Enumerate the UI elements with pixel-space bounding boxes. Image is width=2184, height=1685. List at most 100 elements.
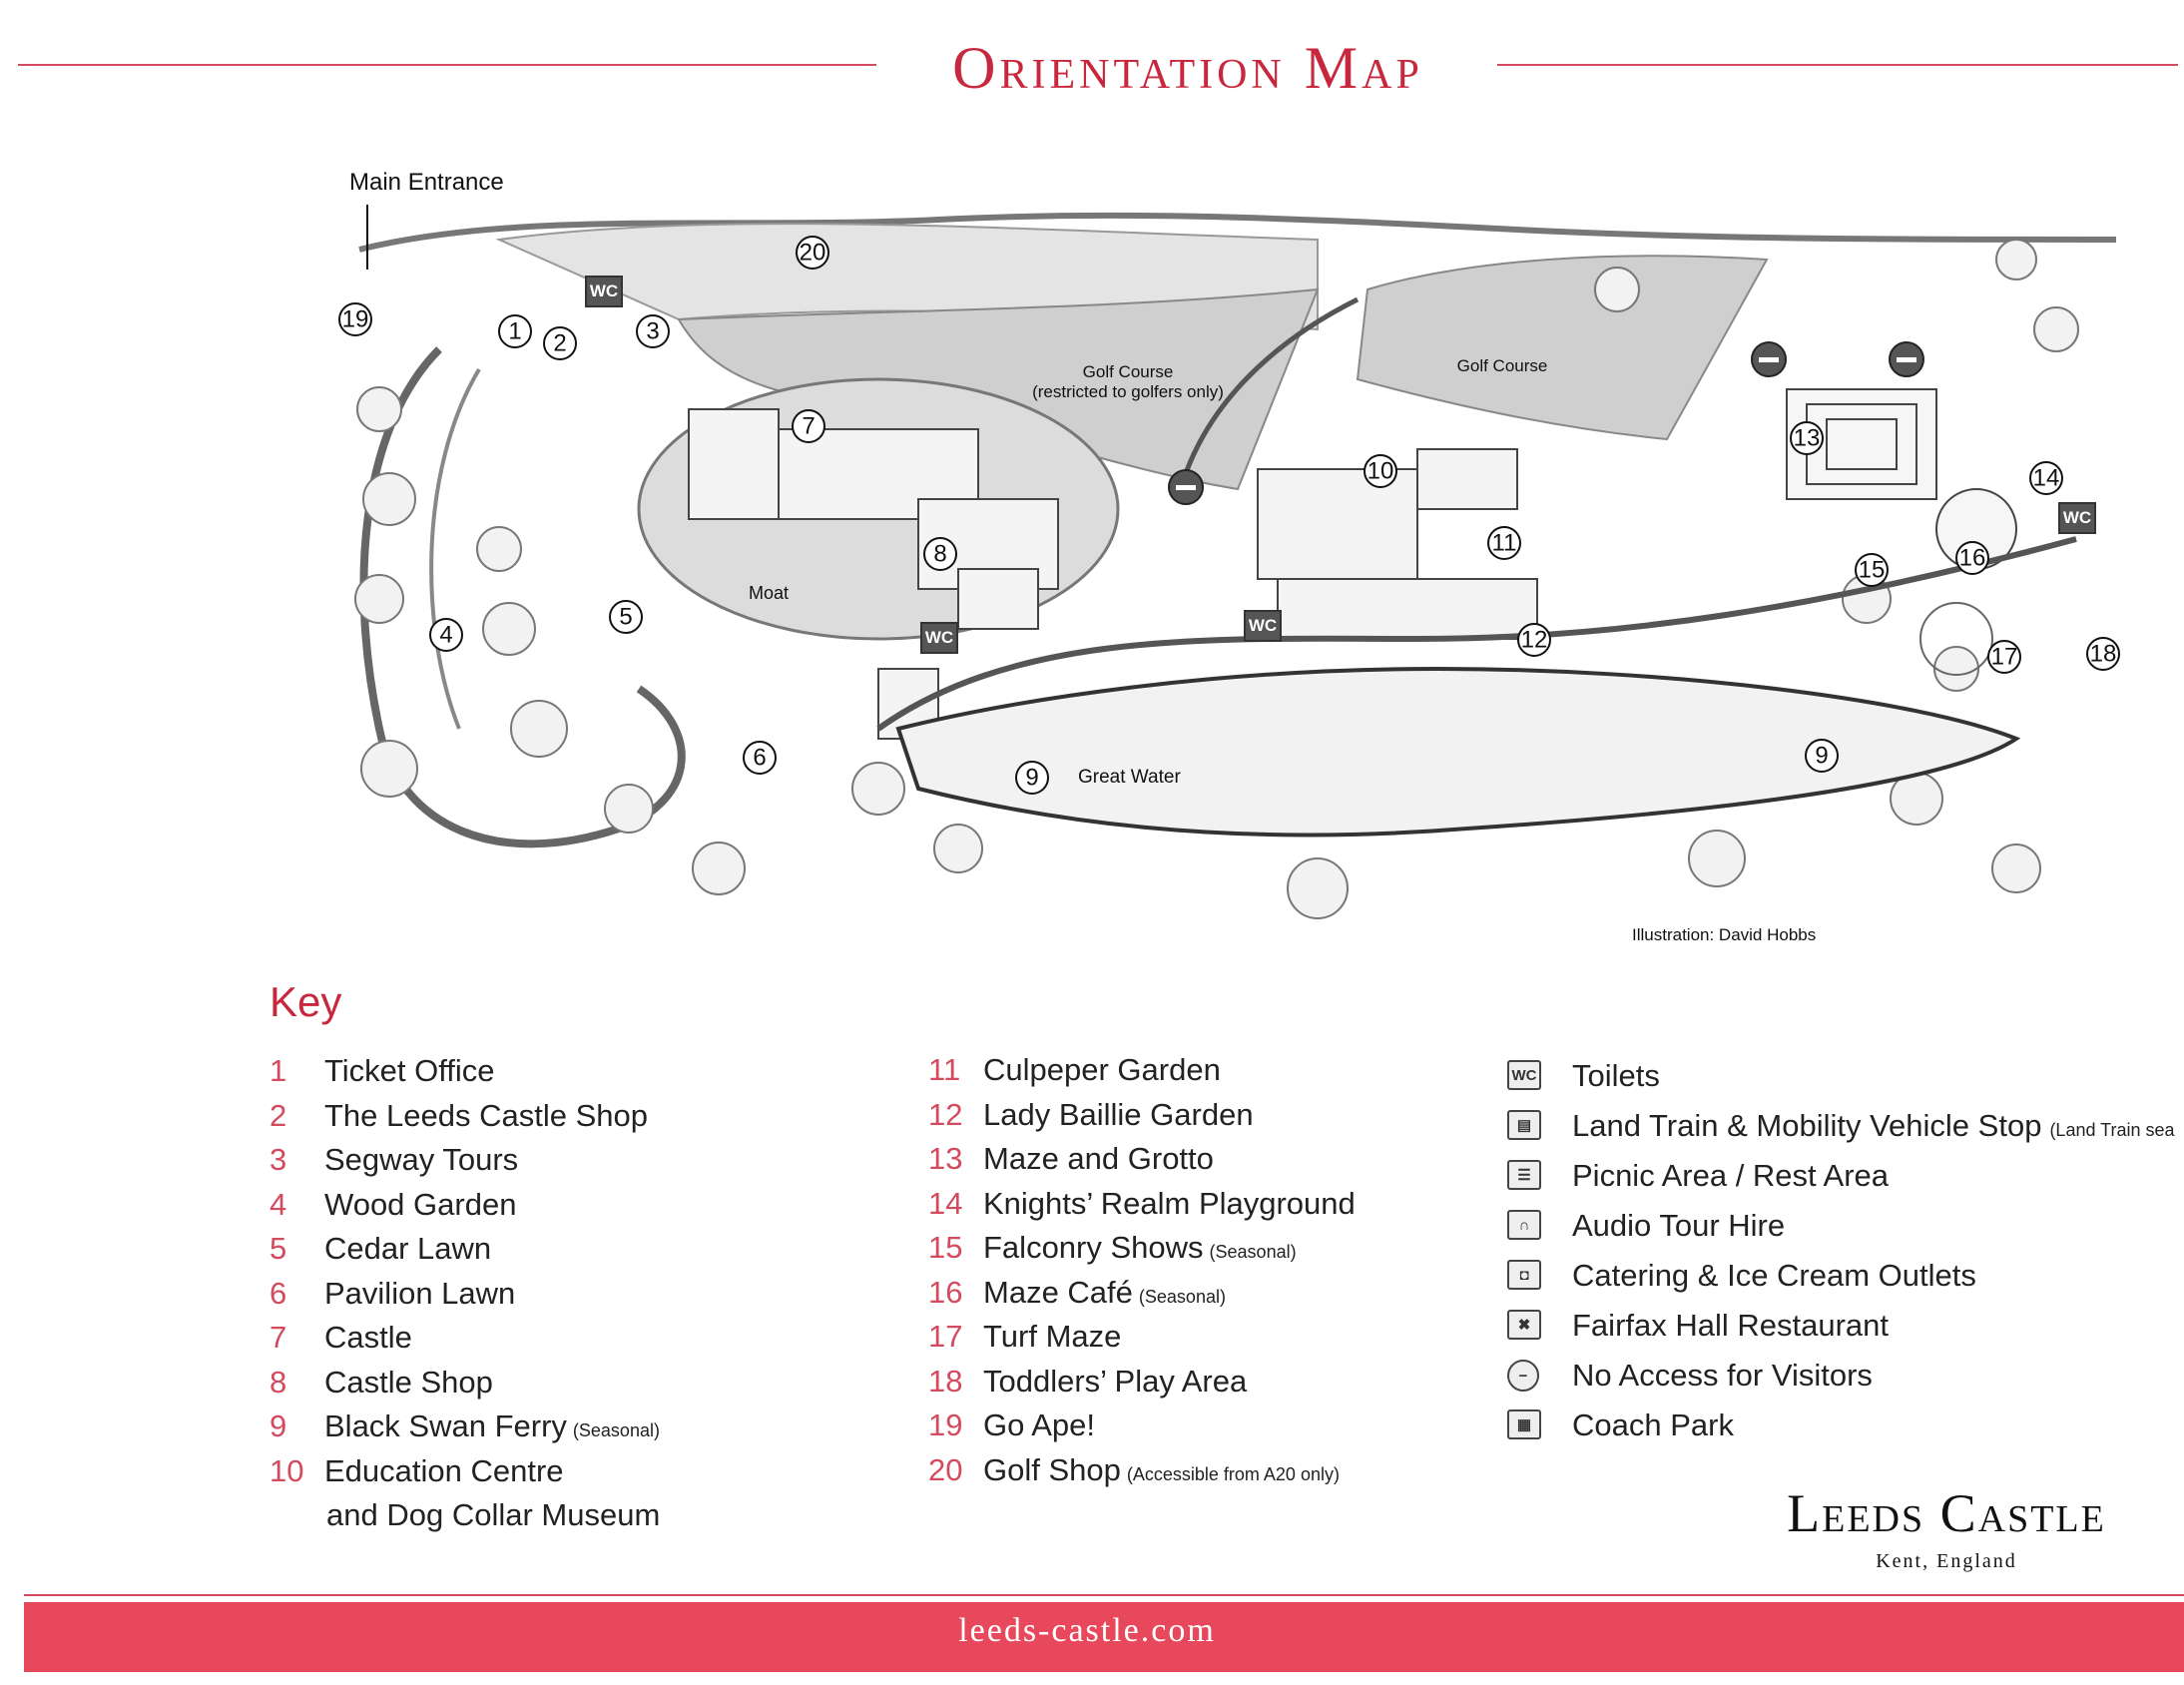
marker-5: 5: [609, 600, 643, 634]
key-label: Culpeper Garden: [983, 1052, 1221, 1087]
key-number: 19: [928, 1407, 963, 1442]
marker-20: 20: [796, 236, 829, 270]
main-path: [876, 536, 2077, 732]
key-number: 4: [270, 1186, 287, 1222]
key-number: 16: [928, 1274, 963, 1310]
golf-course-note: (restricted to golfers only): [1032, 382, 1224, 401]
marker-18: 18: [2086, 637, 2120, 671]
illustration-credit: Illustration: David Hobbs: [1632, 925, 1816, 944]
wood-garden-inner-path: [429, 367, 481, 730]
main-entrance-label: Main Entrance: [349, 170, 504, 196]
legend-label: Picnic Area / Rest Area: [1572, 1158, 1890, 1193]
footer-rule: [24, 1594, 2184, 1596]
svg-text:2: 2: [553, 330, 566, 357]
moat-label: Moat: [749, 583, 789, 603]
svg-text:16: 16: [1959, 545, 1986, 572]
key-mid-item-19: 19 Go Ape!: [928, 1407, 1095, 1443]
key-label: Knights’ Realm Playground: [983, 1185, 1356, 1221]
svg-text:13: 13: [1794, 425, 1821, 452]
svg-text:12: 12: [1521, 627, 1548, 654]
key-number: 18: [928, 1363, 963, 1399]
turf-maze: [1919, 602, 1993, 676]
logo-subtitle: Kent, England: [1876, 1550, 2017, 1572]
legend-item-6: Fairfax Hall Restaurant: [1572, 1308, 1889, 1344]
svg-text:9: 9: [1815, 743, 1828, 770]
footer-url[interactable]: leeds-castle.com: [958, 1612, 1216, 1649]
legend-label: Catering & Ice Cream Outlets: [1572, 1258, 1976, 1293]
leeds-castle-logo: Leeds Castle Kent, England: [1727, 1482, 2166, 1582]
key-number: 13: [928, 1141, 963, 1176]
wc-icon: WC: [1507, 1060, 1541, 1090]
legend-item-1: Toilets: [1572, 1058, 1660, 1094]
key-number: 6: [270, 1275, 287, 1311]
key-label: Falconry Shows: [983, 1230, 1204, 1265]
key-mid-item-20: 20 Golf Shop(Accessible from A20 only): [928, 1452, 1340, 1488]
title-rule-right: [1497, 64, 2178, 66]
key-label: The Leeds Castle Shop: [324, 1097, 648, 1133]
key-left-item-10: 10 Education Centre: [270, 1453, 564, 1489]
key-label: Cedar Lawn: [324, 1231, 492, 1266]
key-number: 1: [270, 1053, 287, 1088]
marker-19: 19: [338, 302, 372, 336]
cup-icon: ◘: [1507, 1260, 1541, 1290]
svg-text:5: 5: [619, 604, 632, 631]
wc-symbol-gardens: WC: [1244, 610, 1282, 642]
wc-symbol-east: WC: [2058, 502, 2096, 534]
key-number: 2: [270, 1097, 287, 1133]
page-title: Orientation Map: [952, 35, 1423, 101]
marker-14: 14: [2029, 461, 2063, 495]
perimeter-road: [358, 212, 2117, 253]
key-label: Go Ape!: [983, 1407, 1096, 1442]
legend-note: (Land Train sea: [2049, 1120, 2175, 1140]
svg-text:19: 19: [342, 306, 369, 333]
key-label: Black Swan Ferry: [324, 1408, 567, 1443]
key-number: 11: [928, 1052, 961, 1087]
marker-8: 8: [923, 537, 957, 571]
cutlery-icon: ✖: [1507, 1310, 1541, 1340]
key-label: Turf Maze: [983, 1319, 1122, 1354]
path-north: [1175, 296, 1360, 500]
legend-label: No Access for Visitors: [1572, 1358, 1873, 1393]
key-number: 10: [270, 1452, 304, 1488]
marker-7: 7: [792, 409, 825, 443]
no-access-symbol-2: [1751, 341, 1787, 377]
marker-6: 6: [743, 741, 777, 775]
key-mid-item-11: 11 Culpeper Garden: [928, 1052, 1221, 1088]
key-number: 20: [928, 1451, 963, 1487]
svg-text:14: 14: [2033, 465, 2060, 492]
key-label: Maze and Grotto: [983, 1141, 1214, 1176]
svg-text:17: 17: [1991, 644, 2018, 671]
legend-item-7: No Access for Visitors: [1572, 1358, 1873, 1394]
wc-symbol-entrance: WC: [585, 276, 623, 307]
marker-9-east: 9: [1805, 739, 1839, 773]
marker-1: 1: [498, 314, 532, 348]
legend-item-4: Audio Tour Hire: [1572, 1208, 1785, 1244]
key-title: Key: [270, 978, 342, 1025]
map-illustration: Main Entrance Golf Course (restricted to…: [338, 170, 2120, 944]
marker-17: 17: [1987, 640, 2021, 674]
key-number: 7: [270, 1320, 287, 1355]
svg-text:6: 6: [753, 745, 766, 772]
key-label: Golf Shop: [983, 1451, 1121, 1487]
marker-9: 9: [1015, 761, 1049, 795]
marker-11: 11: [1487, 526, 1521, 560]
svg-text:3: 3: [646, 318, 659, 345]
picnic-table-icon: ☰: [1507, 1160, 1541, 1190]
key-number: 9: [270, 1408, 287, 1443]
marker-10: 10: [1364, 454, 1397, 488]
title-rule-left: [18, 64, 876, 66]
key-label: Education Centre: [324, 1452, 564, 1488]
key-label: Lady Baillie Garden: [983, 1096, 1254, 1132]
buildings-east: [1257, 448, 1538, 640]
key-note: (Accessible from A20 only): [1126, 1463, 1340, 1484]
